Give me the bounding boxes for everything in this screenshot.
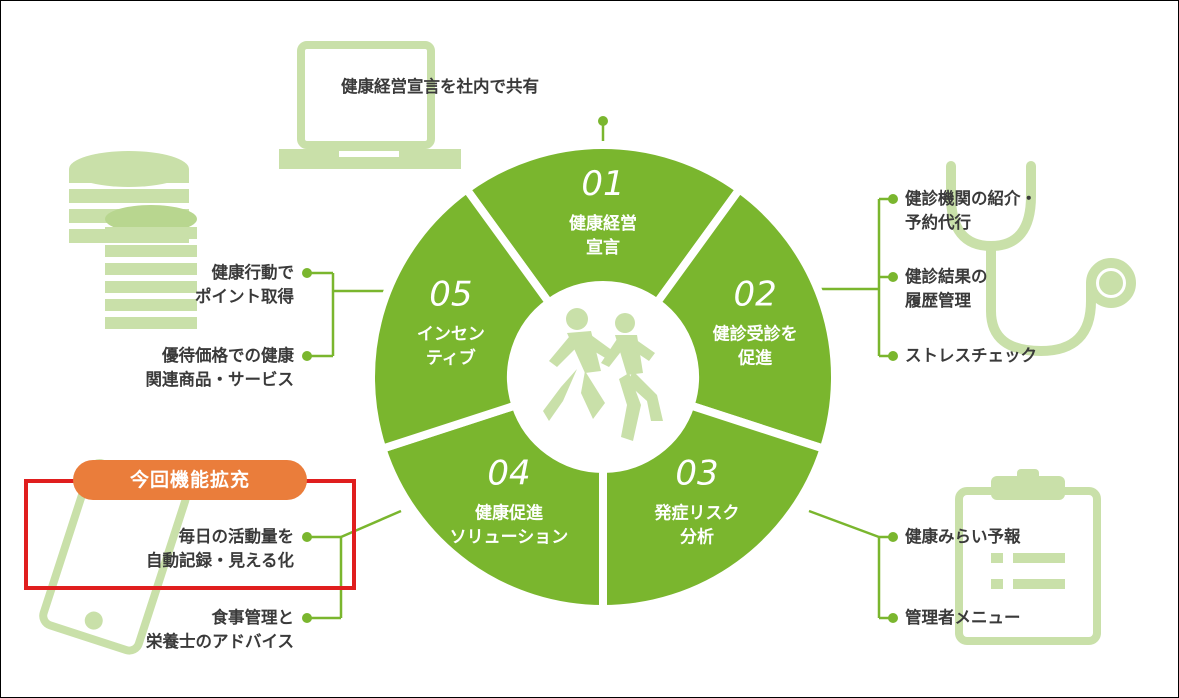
- stethoscope-icon: [946, 161, 1136, 357]
- segment-label-05: インセン: [417, 325, 485, 345]
- center-circle: [511, 285, 695, 469]
- connector-dots: [302, 116, 898, 623]
- segment-label-03: 分析: [680, 526, 714, 547]
- new-feature-badge: 今回機能拡充: [73, 460, 307, 500]
- label-health-forecast: 健康みらい予報: [905, 527, 1021, 546]
- segment-label-04: 健康促進: [475, 502, 543, 523]
- segment-number-02: 02: [734, 275, 777, 315]
- coin-stack-icon: [69, 151, 197, 329]
- label-health-points: 健康行動で ポイント取得: [195, 263, 294, 306]
- segment-label-02: 健診受診を: [713, 324, 798, 345]
- label-checkup-referral: 健診機関の紹介・ 予約代行: [905, 189, 1037, 232]
- label-checkup-history: 健診結果の 履歴管理: [905, 267, 988, 310]
- segment-number-05: 05: [429, 275, 472, 315]
- segment-number-03: 03: [675, 453, 718, 493]
- runners-icon: [543, 308, 663, 441]
- label-diet-advice: 食事管理と 栄養士のアドバイス: [145, 608, 294, 651]
- label-activity-tracking: 毎日の活動量を 自動記録・見える化: [145, 527, 294, 570]
- label-admin-menu: 管理者メニュー: [905, 608, 1021, 627]
- segment-number-04: 04: [487, 453, 530, 493]
- segment-label-02: 促進: [737, 348, 772, 369]
- label-stress-check: ストレスチェック: [905, 346, 1037, 365]
- clipboard-icon: [955, 469, 1101, 645]
- segment-label-01: 宣言: [586, 237, 620, 258]
- laptop-icon: [279, 41, 461, 169]
- top-label: 健康経営宣言を社内で共有: [341, 77, 539, 96]
- segment-number-01: 01: [581, 164, 624, 204]
- segment-label-03: 発症リスク: [654, 502, 740, 523]
- segment-label-04: ソリューション: [450, 527, 569, 547]
- segment-label-01: 健康経営: [569, 213, 637, 234]
- segment-label-05: ティブ: [426, 348, 476, 369]
- label-discount-products: 優待価格での健康 関連商品・サービス: [145, 346, 295, 389]
